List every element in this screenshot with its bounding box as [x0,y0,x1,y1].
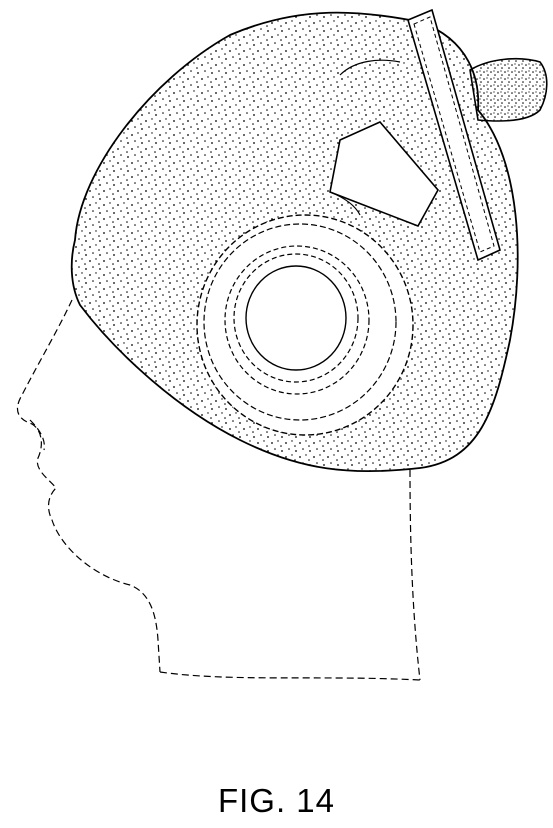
figure-caption: FIG. 14 [0,782,553,820]
ear-cup [197,215,413,435]
headband-tail [470,59,547,121]
